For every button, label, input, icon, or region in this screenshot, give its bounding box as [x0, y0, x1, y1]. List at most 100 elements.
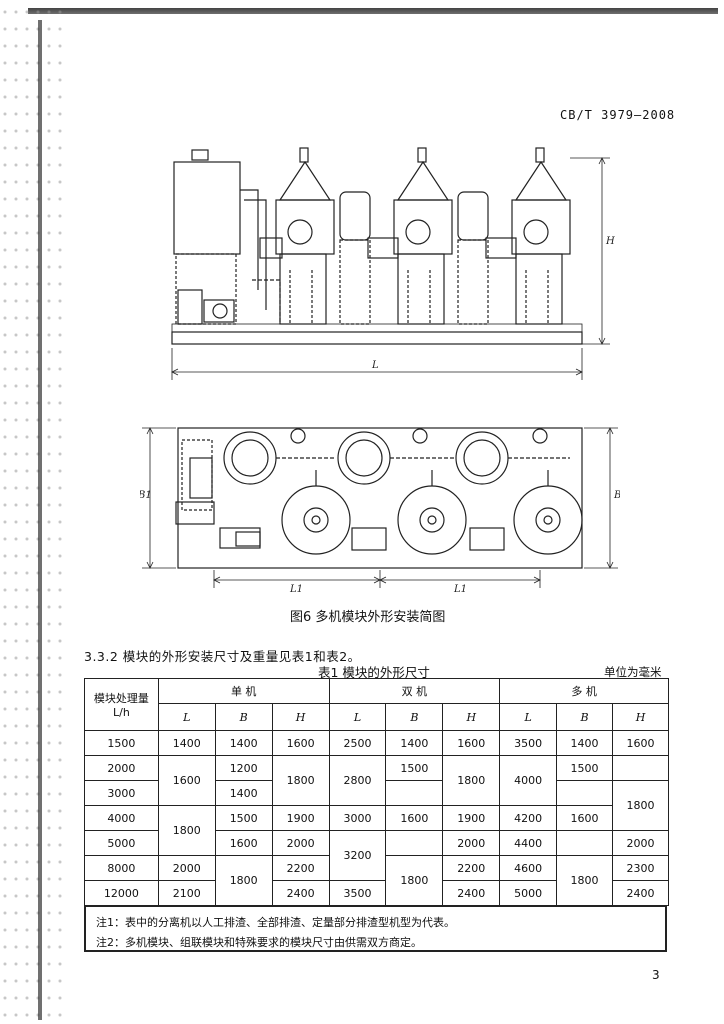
table-cell: 2000	[612, 830, 669, 856]
table-cell: 3000	[84, 780, 159, 806]
table-cell: 2300	[612, 855, 669, 881]
subheader-cell: B	[385, 703, 444, 731]
table-cell: 3500	[328, 880, 387, 906]
table-cell: 2000	[157, 855, 216, 881]
table-cell: 2000	[84, 755, 159, 781]
standard-number: CB/T 3979—2008	[560, 108, 676, 122]
table-cell: 1900	[442, 805, 501, 831]
table-cell: 1500	[84, 730, 159, 756]
table-row: 8000 2000 1800 2200 1800 2200 4600 1800 …	[84, 855, 669, 906]
table-cell: 1800	[157, 805, 216, 856]
group-header-single: 单 机	[157, 678, 330, 704]
page-number: 3	[652, 968, 660, 982]
subheader-cell: H	[271, 703, 330, 731]
dim-label-l: L	[371, 360, 379, 371]
table-cell: 1400	[157, 730, 216, 756]
table-unit-note: 单位为毫米	[604, 665, 662, 679]
table-cell: 3000	[328, 805, 387, 831]
table-row: 3000 1400 1800	[84, 780, 669, 831]
table-cell: 1800	[214, 855, 273, 906]
table-cell: 5000	[499, 880, 558, 906]
table-cell: 3500	[499, 730, 558, 756]
table-cell: 1400	[214, 780, 273, 806]
table-cell: 1200	[214, 755, 273, 781]
table-row: 2000 1600 1200 1800 2800 1500 1800 4000 …	[84, 755, 669, 806]
subheader-cell: B	[214, 703, 273, 731]
figure-caption: 图6 多机模块外形安装简图	[290, 610, 446, 625]
table-cell: 2100	[157, 880, 216, 906]
table-cell: 1600	[442, 730, 501, 756]
dim-label-b1: B1	[140, 490, 152, 501]
table-cell: 4000	[84, 805, 159, 831]
dim-label-h: H	[605, 236, 615, 247]
table-cell	[556, 780, 613, 806]
dim-label-l1-b: L1	[453, 584, 467, 595]
subheader-cell: H	[442, 703, 501, 731]
table-cell: 5000	[84, 830, 159, 856]
table-cell: 4000	[499, 755, 558, 806]
scan-top-edge	[28, 8, 718, 14]
table-cell: 1800	[612, 780, 669, 831]
table-cell: 1600	[214, 830, 273, 856]
table-note-2: 注2：多机模块、组联模块和特殊要求的模块尺寸由供需双方商定。	[96, 936, 422, 949]
table-cell: 1600	[612, 730, 669, 756]
table-cell: 1600	[556, 805, 613, 831]
table-title: 表1 模块的外形尺寸	[318, 665, 430, 680]
table-corner-cell: 模块处理量 L/h	[84, 678, 159, 731]
table-row: 5000 1600 2000 3200 2000 4400 2000	[84, 830, 669, 881]
table-subheader-row: L B H L B H L B H	[85, 703, 669, 731]
table-cell: 3200	[328, 830, 387, 881]
table-cell: 1800	[385, 855, 444, 906]
table-notes: 注1：表中的分离机以人工排渣、全部排渣、定量部分排渣型机型为代表。 注2：多机模…	[84, 906, 667, 952]
table-cell: 4600	[499, 855, 558, 881]
table-row: 1500 1400 1400 1600 2500 1400 1600 3500 …	[84, 730, 669, 756]
table-cell: 1600	[271, 730, 330, 756]
table-cell: 2500	[328, 730, 387, 756]
table-cell: 1800	[556, 855, 613, 906]
table-row: 12000 2100 2400 3500 2400 5000 2400	[84, 880, 669, 906]
table-cell: 2400	[612, 880, 669, 906]
table-cell: 2400	[442, 880, 501, 906]
table-cell: 1800	[271, 755, 330, 806]
dim-label-b: B	[613, 490, 620, 501]
section-paragraph: 3.3.2 模块的外形安装尺寸及重量见表1和表2。	[84, 649, 361, 664]
table-cell: 2400	[271, 880, 330, 906]
table-row: 4000 1800 1500 1900 3000 1600 1900 4200 …	[84, 805, 669, 856]
table-cell: 1900	[271, 805, 330, 831]
scan-binding-line	[38, 20, 42, 1020]
scan-binding-noise	[0, 0, 62, 1024]
table-cell: 1800	[442, 755, 501, 806]
table-cell: 1500	[214, 805, 273, 831]
table-cell: 2000	[442, 830, 501, 856]
subheader-cell: L	[328, 703, 387, 731]
subheader-cell: B	[556, 703, 613, 731]
table-cell	[556, 830, 613, 856]
group-header-multi: 多 机	[499, 678, 669, 704]
table-cell: 1500	[385, 755, 444, 781]
table-cell	[385, 780, 444, 806]
table-cell: 4400	[499, 830, 558, 856]
table-cell	[385, 830, 444, 856]
table-cell: 1500	[556, 755, 613, 781]
table-cell: 8000	[84, 855, 159, 881]
table-cell: 2200	[271, 855, 330, 881]
group-header-double: 双 机	[328, 678, 501, 704]
table-cell: 1600	[385, 805, 444, 831]
table-note-1: 注1：表中的分离机以人工排渣、全部排渣、定量部分排渣型机型为代表。	[96, 916, 455, 929]
table-cell: 2000	[271, 830, 330, 856]
subheader-cell: L	[157, 703, 216, 731]
dimensions-table: 模块处理量 L/h 单 机 双 机 多 机 L B H L B H L B H …	[84, 678, 669, 906]
table-cell: 4200	[499, 805, 558, 831]
table-cell: 2800	[328, 755, 387, 806]
table-cell: 12000	[84, 880, 159, 906]
subheader-cell: L	[499, 703, 558, 731]
table-cell: 1400	[385, 730, 444, 756]
table-cell	[612, 755, 669, 781]
table-cell: 1400	[214, 730, 273, 756]
table-cell: 1400	[556, 730, 613, 756]
dim-label-l1-a: L1	[289, 584, 303, 595]
table-header-row: 模块处理量 L/h 单 机 双 机 多 机	[84, 678, 669, 731]
subheader-cell: H	[612, 703, 669, 731]
installation-drawing: H L B1 B L1 L1	[140, 147, 620, 595]
